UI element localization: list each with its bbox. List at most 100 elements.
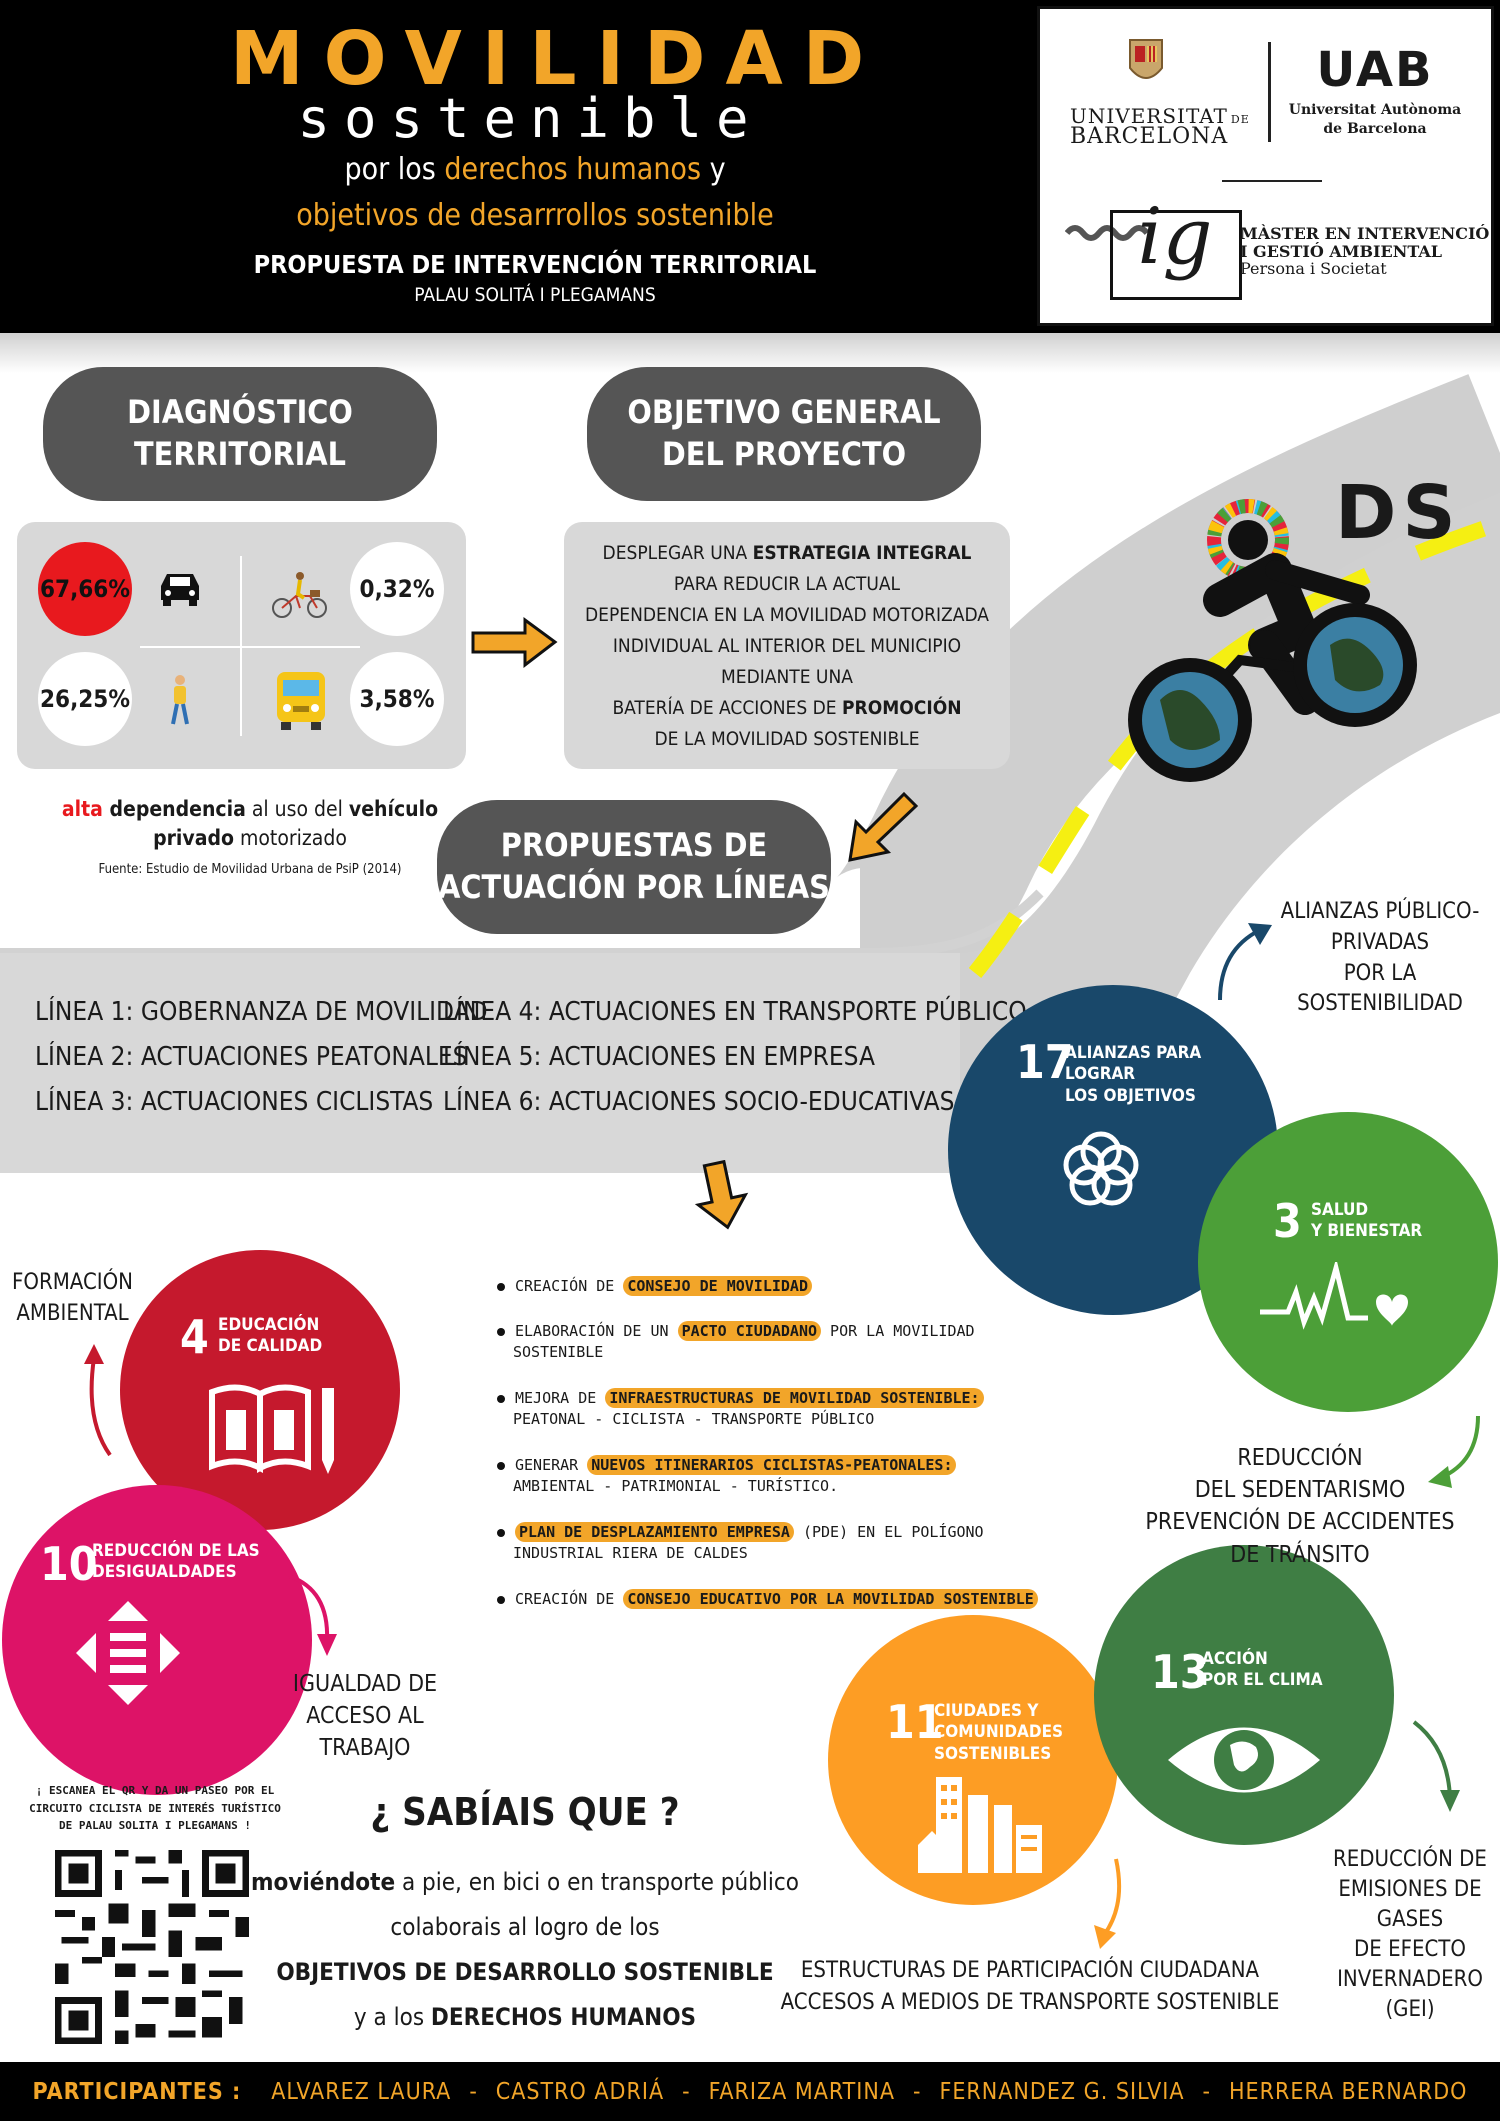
title-sub: sostenible xyxy=(297,87,763,150)
heartbeat-icon xyxy=(1260,1262,1408,1330)
header-line-4: PALAU SOLITÁ I PLEGAMANS xyxy=(414,284,656,306)
linea-5: LÍNEA 5: ACTUACIONES EN EMPRESA xyxy=(443,1042,875,1072)
objetivo-box xyxy=(564,522,1010,769)
ub-name-line-2: BARCELONA xyxy=(1070,124,1229,149)
lineas-col-1: LÍNEA 1: GOBERNANZA DE MOVILIDAD LÍNEA 2… xyxy=(35,990,488,1125)
flower-icon xyxy=(1063,1131,1139,1206)
objetivo-text: DESPLEGAR UNA ESTRATEGIA INTEGRAL PARA R… xyxy=(585,542,989,750)
logo-panel xyxy=(1037,6,1494,326)
ub-crest-icon xyxy=(1129,39,1163,79)
uab-mark: UAB xyxy=(1316,42,1434,98)
curved-arrow-green-icon xyxy=(1428,1415,1480,1488)
curved-arrow-orange-icon xyxy=(1094,1858,1122,1949)
uab-name-line-1: Universitat Autònoma xyxy=(1288,102,1462,118)
logo-divider xyxy=(1268,42,1271,142)
stat-walk: 26,25% xyxy=(38,652,132,746)
ods-3-number: 3 xyxy=(1273,1194,1302,1248)
ods-13-number: 13 xyxy=(1151,1645,1209,1699)
arrow-down-icon xyxy=(694,1160,749,1230)
ods-17-number: 17 xyxy=(1016,1035,1074,1089)
participant-name: FERNANDEZ G. SILVIA xyxy=(939,2078,1185,2105)
ig-mark: ig xyxy=(1137,192,1213,282)
accion-5: PLAN DE DESPLAZAMIENTO EMPRESA (PDE) EN … xyxy=(497,1522,1097,1564)
footer-separator: - xyxy=(1202,2078,1211,2105)
header-line-3: PROPUESTA DE INTERVENCIÓN TERRITORIAL xyxy=(253,250,817,279)
stat-bike: 0,32% xyxy=(350,542,444,636)
accion-2: ELABORACIÓN DE UN PACTO CIUDADANO POR LA… xyxy=(497,1321,1097,1363)
qr-code-icon[interactable] xyxy=(55,1850,249,2044)
curved-arrow-darkgreen-icon xyxy=(1412,1720,1460,1812)
master-name: MÀSTER EN INTERVENCIÓ I GESTIÓ AMBIENTAL… xyxy=(1240,224,1490,279)
inequality-arrows-icon xyxy=(76,1601,180,1705)
footer-participants: PARTICIPANTES : ALVAREZ LAURA - CASTRO A… xyxy=(0,2062,1500,2121)
ig-box xyxy=(1110,210,1242,300)
stat-car: 67,66% xyxy=(38,542,132,636)
footer-label: PARTICIPANTES : xyxy=(32,2078,242,2105)
diagnostico-caption: alta dependencia al uso del vehículo pri… xyxy=(61,797,439,851)
pedestrian-icon xyxy=(171,675,189,725)
linea-4: LÍNEA 4: ACTUACIONES EN TRANSPORTE PÚBLI… xyxy=(443,997,1027,1027)
linea-2: LÍNEA 2: ACTUACIONES PEATONALES xyxy=(35,1042,468,1072)
participant-name: CASTRO ADRIÁ xyxy=(495,2078,665,2105)
city-buildings-icon xyxy=(918,1777,1042,1873)
curved-arrow-navy-icon xyxy=(1218,923,1272,1001)
car-icon xyxy=(161,574,199,606)
book-pencil-icon xyxy=(209,1384,334,1474)
participant-name: FARIZA MARTINA xyxy=(708,2078,895,2105)
arrow-right-icon xyxy=(471,617,558,669)
uab-name-line-2: de Barcelona xyxy=(1323,121,1427,137)
accion-3: MEJORA DE INFRAESTRUCTURAS DE MOVILIDAD … xyxy=(497,1388,1097,1430)
ods-logo-text: DS xyxy=(1335,470,1462,556)
ods-10-number: 10 xyxy=(40,1537,98,1591)
diagnostico-source: Fuente: Estudio de Movilidad Urbana de P… xyxy=(98,862,402,877)
logo-hr xyxy=(1222,180,1322,182)
linea-1: LÍNEA 1: GOBERNANZA DE MOVILIDAD xyxy=(35,997,488,1027)
header-line-2: objetivos de desarrrollos sostenible xyxy=(296,198,774,233)
wave-icon xyxy=(1065,225,1150,241)
accion-6: CREACIÓN DE CONSEJO EDUCATIVO POR LA MOV… xyxy=(497,1589,1097,1610)
cyclist-icon xyxy=(272,572,327,618)
sabiais-text: moviéndote a pie, en bici o en transport… xyxy=(251,1868,799,2031)
sabiais-title: ¿ SABÍAIS QUE ? xyxy=(370,1790,680,1834)
eye-globe-icon xyxy=(1168,1727,1320,1793)
participant-name: HERRERA BERNARDO xyxy=(1228,2078,1468,2105)
footer-separator: - xyxy=(912,2078,922,2105)
ods-4-number: 4 xyxy=(180,1310,209,1364)
header-line-1: por los derechos humanos y xyxy=(344,152,726,187)
arrow-down-left-icon xyxy=(848,791,919,862)
ods-cyclist-icon xyxy=(1128,499,1417,782)
linea-6: LÍNEA 6: ACTUACIONES SOCIO-EDUCATIVAS xyxy=(443,1087,955,1117)
lineas-col-2: LÍNEA 4: ACTUACIONES EN TRANSPORTE PÚBLI… xyxy=(443,990,1027,1125)
ods-11-number: 11 xyxy=(886,1695,944,1749)
stat-bus: 3,58% xyxy=(350,652,444,746)
accion-4: GENERAR NUEVOS ITINERARIOS CICLISTAS-PEA… xyxy=(497,1455,1097,1497)
accion-1: CREACIÓN DE CONSEJO DE MOVILIDAD xyxy=(497,1276,1097,1297)
participant-name: ALVAREZ LAURA xyxy=(271,2078,452,2105)
curved-arrow-red-icon xyxy=(84,1344,112,1457)
bus-icon xyxy=(277,672,325,730)
curved-arrow-pink-icon xyxy=(288,1574,337,1656)
